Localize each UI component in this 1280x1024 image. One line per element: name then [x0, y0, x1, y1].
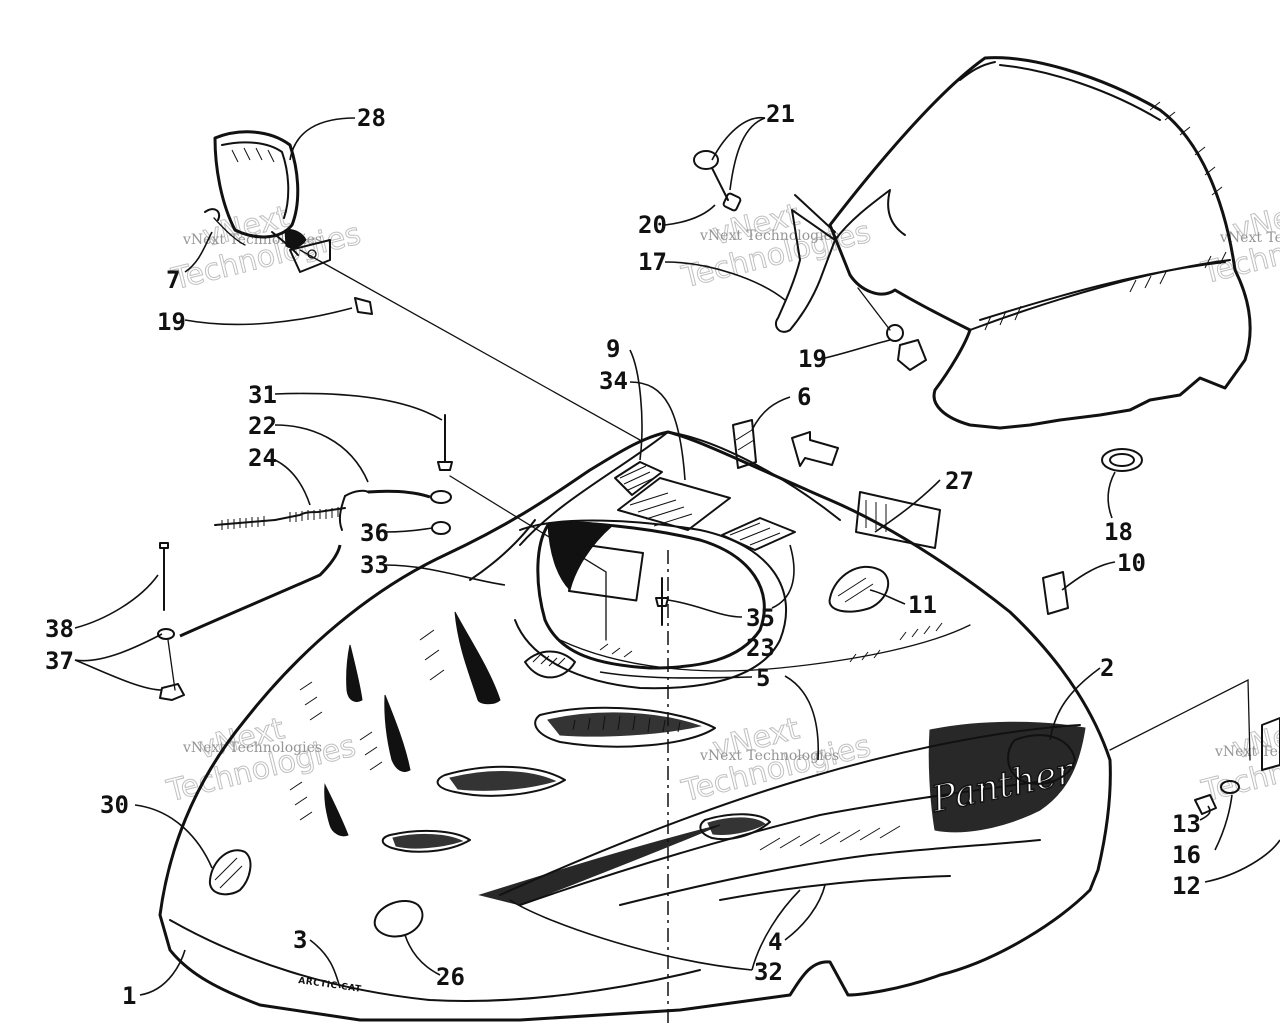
decal-26: [373, 900, 424, 938]
callout-21: 21: [766, 100, 795, 128]
callout-7: 7: [166, 266, 180, 294]
callout-3: 3: [293, 926, 307, 954]
decal-2: [1007, 734, 1076, 785]
callout-34: 34: [599, 367, 628, 395]
hood-retainer-hardware: [157, 414, 669, 701]
side-mount-hardware: [1109, 678, 1280, 815]
hood-vents: [289, 611, 771, 853]
callout-28: 28: [357, 104, 386, 132]
callout-labels: 28 21 20 17 19 7 19 31 22 24 36 33 38 37…: [45, 100, 1201, 1010]
watermark-text: vNext Technologies: [699, 748, 839, 764]
callout-33: 33: [360, 551, 389, 579]
callout-27: 27: [945, 467, 974, 495]
watermark-text: vNext Technologies: [182, 740, 322, 756]
callout-5: 5: [756, 664, 770, 692]
callout-17: 17: [638, 248, 667, 276]
callout-11: 10: [1117, 549, 1146, 577]
arctic-cat-logo: ARCTIC CAT: [298, 976, 363, 995]
windshield: [693, 56, 1252, 472]
callout-24: 24: [248, 444, 277, 472]
decal-30: [208, 849, 252, 896]
callout-10: 11: [908, 591, 937, 619]
callout-19-left: 19: [157, 308, 186, 336]
decal-11: [1042, 571, 1069, 615]
hood-badge: [524, 650, 576, 679]
callout-18: 18: [1104, 518, 1133, 546]
callout-38: 38: [45, 615, 74, 643]
callout-36: 36: [360, 519, 389, 547]
callout-35: 35: [746, 604, 775, 632]
mirror-assembly: [204, 130, 641, 441]
callout-19-right: 19: [798, 345, 827, 373]
leader-lines: [74, 117, 1280, 996]
callout-22: 22: [248, 412, 277, 440]
callout-4: 4: [768, 928, 782, 956]
callout-37: 37: [45, 647, 74, 675]
callout-12: 12: [1172, 872, 1201, 900]
watermark-text: vNext Technologies: [1214, 744, 1280, 760]
callout-9: 9: [606, 335, 620, 363]
callout-6: 6: [797, 383, 811, 411]
decal-6: [732, 419, 757, 469]
dash-decals: [208, 419, 1076, 938]
callout-1: 1: [122, 982, 136, 1010]
callout-13: 13: [1172, 810, 1201, 838]
callout-16: 16: [1172, 841, 1201, 869]
callout-30: 30: [100, 791, 129, 819]
callout-31: 31: [248, 381, 277, 409]
watermark-text: vNext Technologies: [1219, 230, 1280, 246]
watermark-text: vNext Technologies: [699, 228, 839, 244]
decal-10: [828, 565, 890, 613]
callout-26: 26: [436, 963, 465, 991]
callout-23: 23: [746, 634, 775, 662]
callout-32: 32: [754, 958, 783, 986]
front-arrow-icon: [791, 431, 839, 467]
hood-outline: [158, 430, 1112, 1022]
callout-2: 2: [1100, 654, 1114, 682]
callout-20: 20: [638, 211, 667, 239]
windshield-opening: [536, 522, 766, 670]
